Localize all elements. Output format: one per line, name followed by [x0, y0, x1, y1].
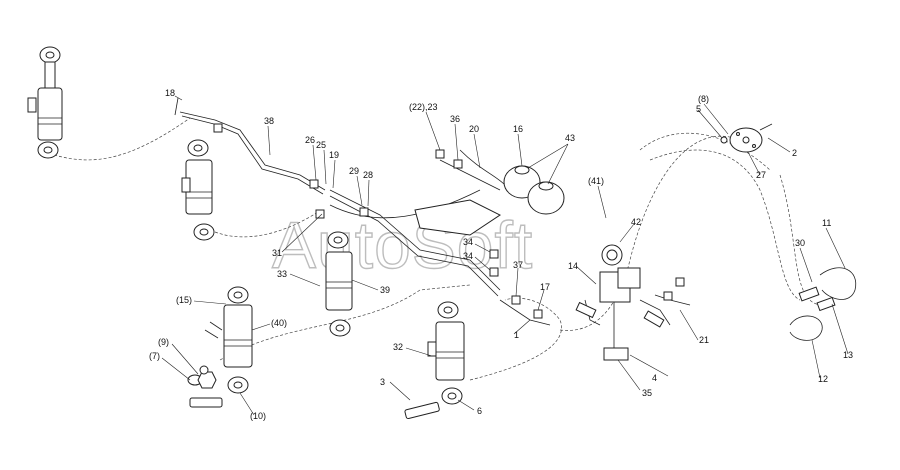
callout-4: 4	[652, 373, 657, 383]
callout-42: 42	[631, 217, 641, 227]
callout-12: 12	[818, 374, 828, 384]
callout-35: 35	[642, 388, 652, 398]
callout-16: 16	[513, 124, 523, 134]
callout-41: (41)	[588, 176, 604, 186]
callout-31: 31	[272, 248, 282, 258]
callout-17: 17	[540, 282, 550, 292]
couplers	[789, 267, 857, 341]
callout-18: 18	[165, 88, 175, 98]
callout-11: 11	[822, 218, 831, 228]
cylinder-center-left	[181, 139, 215, 241]
callout-22-23: (22),23	[409, 102, 438, 112]
callout-8: (8)	[698, 94, 709, 104]
callout-9: (9)	[158, 337, 169, 347]
callout-5: 5	[696, 104, 701, 114]
callout-34-lower: 34	[463, 251, 473, 261]
callout-28: 28	[363, 170, 373, 180]
callout-7: (7)	[149, 351, 160, 361]
callout-26: 26	[305, 135, 315, 145]
valve-block	[575, 244, 665, 361]
cylinder-lower-left	[187, 286, 253, 408]
cylinder-center	[325, 231, 353, 337]
callout-6: 6	[477, 406, 482, 416]
callout-33: 33	[277, 269, 287, 279]
accumulators	[414, 165, 565, 236]
callout-34-upper: 34	[463, 237, 473, 247]
cylinder-bottom-center	[404, 301, 465, 420]
callout-40: (40)	[271, 318, 287, 328]
callout-30: 30	[795, 238, 805, 248]
callout-27: 27	[756, 170, 766, 180]
callout-32: 32	[393, 342, 403, 352]
callout-14: 14	[568, 261, 578, 271]
callout-3: 3	[380, 377, 385, 387]
callout-36: 36	[450, 114, 460, 124]
callout-19: 19	[329, 150, 339, 160]
callout-1: 1	[514, 330, 519, 340]
callout-2: 2	[792, 148, 797, 158]
callout-37: 37	[513, 260, 523, 270]
callout-39: 39	[380, 285, 390, 295]
leader-lines	[161, 95, 849, 416]
cylinder-top-left	[27, 46, 63, 159]
callout-10: (10)	[250, 411, 266, 421]
callout-labels: 18 38 26 25 19 29 28 (22),23 36 20 16 43…	[149, 88, 853, 421]
flange-plate	[720, 123, 773, 153]
callout-38: 38	[264, 116, 274, 126]
callout-43: 43	[565, 133, 575, 143]
callout-29: 29	[349, 166, 359, 176]
callout-13: 13	[843, 350, 853, 360]
callout-20: 20	[469, 124, 479, 134]
callout-21: 21	[699, 335, 709, 345]
callout-15: (15)	[176, 295, 192, 305]
callout-25: 25	[316, 140, 326, 150]
